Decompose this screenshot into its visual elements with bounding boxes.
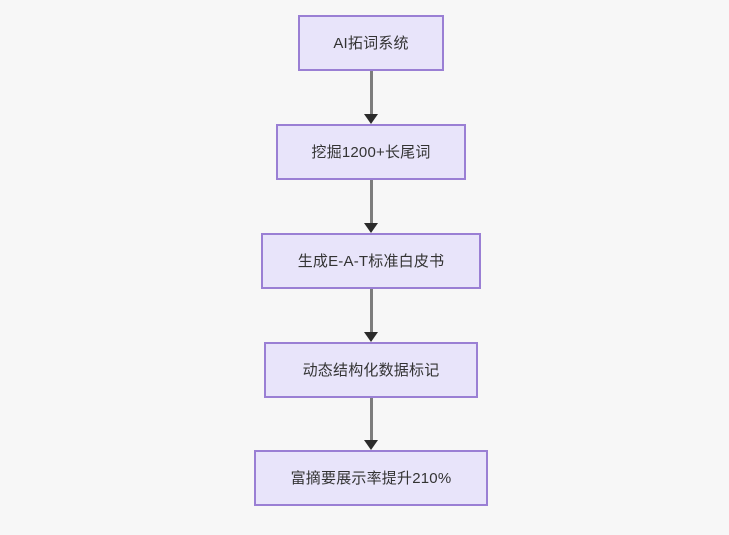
flow-node-rich-snippet-rate-increase[interactable]: 富摘要展示率提升210%: [254, 450, 488, 506]
flow-node-ai-keyword-system[interactable]: AI拓词系统: [298, 15, 444, 71]
arrowhead-icon: [364, 332, 378, 342]
flow-node-label: AI拓词系统: [333, 34, 409, 52]
connector-line: [369, 289, 373, 333]
flow-node-label: 富摘要展示率提升210%: [290, 469, 452, 487]
arrowhead-icon: [364, 440, 378, 450]
arrowhead-icon: [364, 223, 378, 233]
connector-line: [369, 71, 373, 115]
flow-node-label: 挖掘1200+长尾词: [311, 143, 431, 161]
flow-node-dynamic-structured-data-markup[interactable]: 动态结构化数据标记: [264, 342, 478, 398]
flow-node-label: 动态结构化数据标记: [302, 361, 440, 379]
flow-node-label: 生成E-A-T标准白皮书: [297, 252, 445, 270]
arrowhead-icon: [364, 114, 378, 124]
flow-node-mine-longtail-keywords[interactable]: 挖掘1200+长尾词: [276, 124, 466, 180]
connector-line: [369, 180, 373, 224]
connector-line: [369, 398, 373, 441]
flow-node-generate-eat-whitepaper[interactable]: 生成E-A-T标准白皮书: [261, 233, 481, 289]
